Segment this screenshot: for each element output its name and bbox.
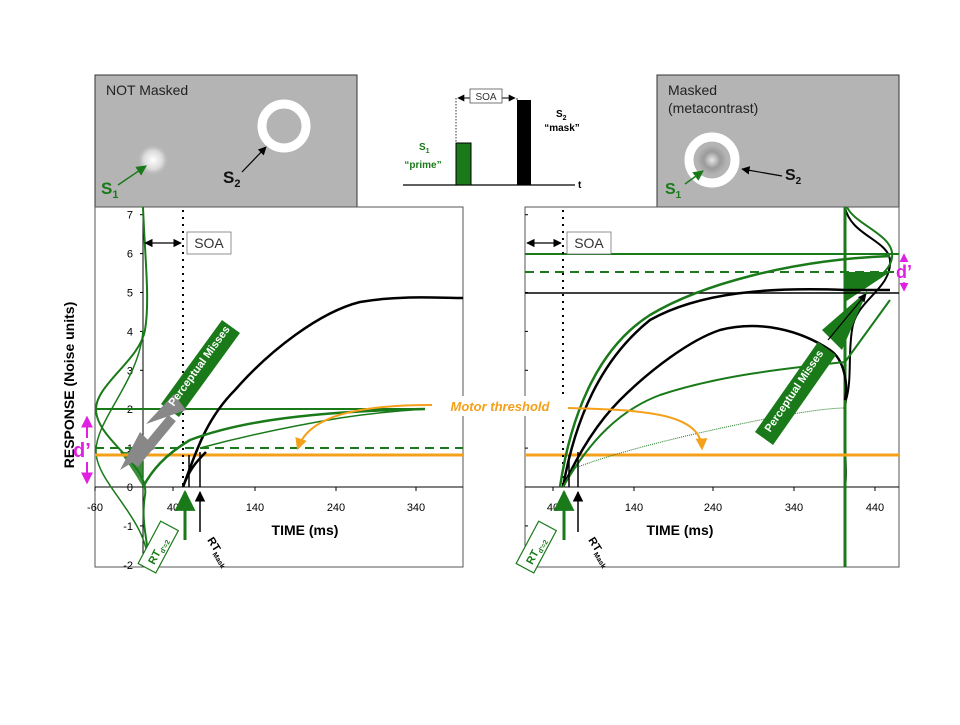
x-tick-label: 240 bbox=[704, 502, 722, 514]
x-tick-labels: -60 40 140 240 340 bbox=[87, 487, 425, 514]
t-label: t bbox=[578, 180, 582, 191]
prime-faint-curve bbox=[569, 407, 846, 471]
x-tick-label: 440 bbox=[866, 502, 884, 514]
y-tick-label: 6 bbox=[127, 249, 133, 261]
soa-label-box bbox=[469, 88, 503, 104]
mask-label: S2 bbox=[556, 109, 567, 122]
plot-frame bbox=[94, 206, 464, 568]
perceptual-miss-area bbox=[845, 272, 890, 302]
motor-threshold-left-arrow bbox=[295, 404, 433, 451]
x-tick-labels: 40 140 240 340 440 bbox=[547, 487, 884, 514]
x-tick-label: 140 bbox=[246, 502, 264, 514]
prime-label: S1 bbox=[419, 142, 430, 155]
panel-title-line1: Masked bbox=[668, 82, 717, 98]
panel-title-line2: (metacontrast) bbox=[668, 100, 758, 116]
mask-onset-curve bbox=[181, 451, 207, 488]
x-tick-label: 340 bbox=[407, 502, 425, 514]
soa-box bbox=[186, 231, 232, 255]
y-tick-label: 5 bbox=[127, 288, 133, 300]
soa-label: SOA bbox=[194, 235, 224, 251]
prime-response-curve bbox=[558, 254, 891, 488]
plot-frame bbox=[524, 206, 900, 568]
y-tick-label: 2 bbox=[127, 404, 133, 416]
prime-caption: “prime” bbox=[404, 160, 441, 171]
s1-label: S1 bbox=[665, 181, 682, 201]
s2-pointer-arrow bbox=[241, 146, 267, 173]
panel-title: NOT Masked bbox=[106, 82, 188, 98]
s2-label: S2 bbox=[785, 167, 802, 187]
mask-suppressed-curve bbox=[561, 324, 848, 488]
prime-disc bbox=[697, 145, 727, 175]
y-tick-label: 4 bbox=[127, 326, 133, 338]
s2-label: S2 bbox=[223, 168, 240, 190]
y-tick-label: -2 bbox=[123, 560, 133, 572]
s2-pointer-arrow bbox=[741, 166, 783, 177]
motor-threshold-label-bg bbox=[432, 396, 568, 416]
x-tick-label: -60 bbox=[87, 502, 103, 514]
d-prime-label: d’ bbox=[896, 262, 912, 282]
x-axis-label: TIME (ms) bbox=[647, 522, 714, 538]
mask-caption: “mask” bbox=[544, 123, 580, 134]
y-tick-label: 3 bbox=[127, 365, 133, 377]
s1-pointer-arrow bbox=[117, 165, 147, 186]
metacontrast-ring bbox=[684, 132, 740, 188]
prime-response-distribution bbox=[94, 206, 150, 568]
noise-distribution bbox=[95, 329, 149, 568]
motor-threshold-label: Motor threshold bbox=[451, 399, 551, 414]
prime-stimulus-bar bbox=[455, 142, 472, 186]
s1-label: S1 bbox=[101, 179, 118, 201]
not-masked-panel: NOT Masked S1 S2 bbox=[94, 74, 358, 208]
x-tick-label: 340 bbox=[785, 502, 803, 514]
panel-background bbox=[94, 74, 358, 208]
mask-stimulus-bar bbox=[517, 100, 531, 185]
x-tick-label: 40 bbox=[167, 502, 179, 514]
y-tick-label: 0 bbox=[127, 482, 133, 494]
x-tick-label: 240 bbox=[327, 502, 345, 514]
d-prime-label: d’ bbox=[73, 440, 91, 462]
soa-label: SOA bbox=[475, 92, 496, 103]
y-tick-label: 7 bbox=[127, 210, 133, 222]
masked-panel: Masked (metacontrast) S1 S2 bbox=[656, 74, 900, 208]
x-tick-label: 140 bbox=[625, 502, 643, 514]
prime-response-curve bbox=[141, 407, 426, 488]
soa-box bbox=[566, 231, 612, 255]
prime-response-curve-inner bbox=[199, 408, 426, 449]
mask-response-curve bbox=[561, 288, 890, 488]
stimulus-timeline: t SOA S1 “prime” S2 “mask” bbox=[403, 88, 582, 191]
motor-threshold-right-arrow bbox=[567, 407, 708, 451]
x-axis-label: TIME (ms) bbox=[272, 522, 339, 538]
s1-pointer-arrow bbox=[684, 170, 704, 185]
y-tick-label: -1 bbox=[123, 521, 133, 533]
mask-ring bbox=[257, 99, 311, 153]
x-tick-label: 40 bbox=[547, 502, 559, 514]
prime-stimulus-glow bbox=[137, 144, 169, 176]
soa-label: SOA bbox=[574, 235, 604, 251]
motor-threshold-annotation: Motor threshold bbox=[295, 396, 708, 451]
y-axis-label: RESPONSE (Noise units) bbox=[61, 302, 77, 468]
